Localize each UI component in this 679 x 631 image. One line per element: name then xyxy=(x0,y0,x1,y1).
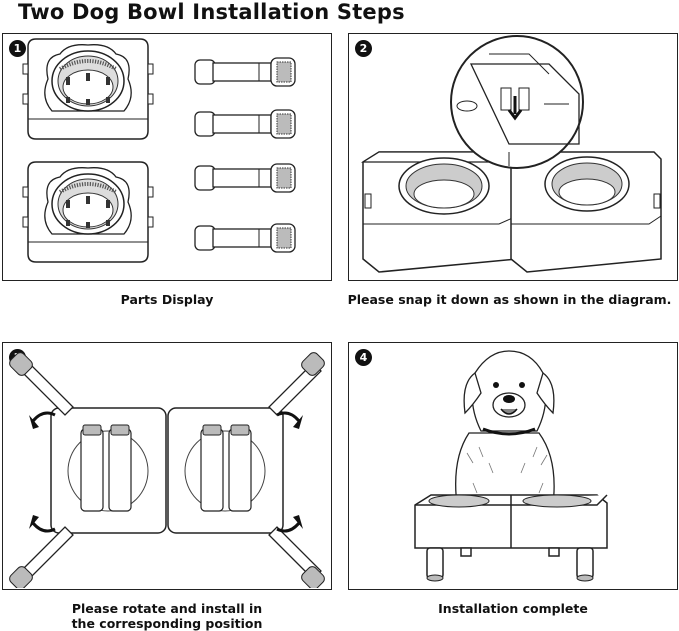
leg-installation-illustration xyxy=(9,352,325,588)
step-3-caption: Please rotate and install in the corresp… xyxy=(71,601,263,631)
page-title: Two Dog Bowl Installation Steps xyxy=(18,0,405,24)
installation-complete-illustration xyxy=(414,350,608,582)
snap-illustration xyxy=(360,35,662,273)
step-2-panel: 2 xyxy=(348,33,678,281)
step-4-badge: 4 xyxy=(355,349,372,366)
step-1-badge: 1 xyxy=(9,40,26,57)
step-4-panel: 4 xyxy=(348,342,678,590)
step-3-panel: 3 xyxy=(2,342,332,590)
step-1-caption: Parts Display xyxy=(120,292,214,307)
step-2-badge: 2 xyxy=(355,40,372,57)
step-1-panel: 1 xyxy=(2,33,332,281)
installed-stand xyxy=(414,494,608,579)
step-4-caption: Installation complete xyxy=(438,601,588,616)
step-2-caption: Please snap it down as shown in the diag… xyxy=(347,292,672,307)
parts-display-illustration xyxy=(21,37,296,264)
